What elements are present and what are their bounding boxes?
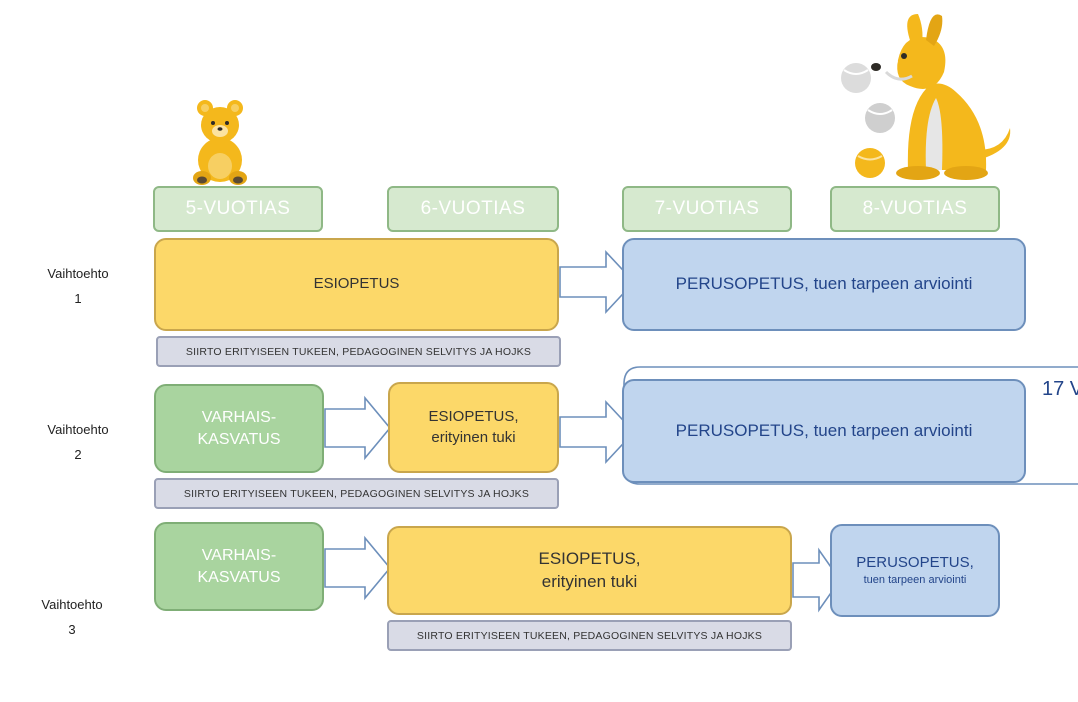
option-label-1: Vaihtoehto 1 — [36, 262, 120, 311]
row1-note-label: SIIRTO ERITYISEEN TUKEEN, PEDAGOGINEN SE… — [185, 345, 532, 358]
age-header-7: 7-VUOTIAS — [622, 186, 792, 232]
row3-perusopetus-box: PERUSOPETUS, tuen tarpeen arviointi — [830, 524, 1000, 617]
row2-block-arrow-2-icon — [559, 399, 636, 465]
row2-note-label: SIIRTO ERITYISEEN TUKEEN, PEDAGOGINEN SE… — [183, 487, 530, 500]
option-label-3: Vaihtoehto 3 — [30, 593, 114, 642]
row3-block-arrow-2-icon — [792, 547, 841, 613]
row2-corner-text: 17 V — [1042, 378, 1078, 400]
row1-esiopetus-label: ESIOPETUS — [313, 275, 400, 293]
row2-perusopetus-label: PERUSOPETUS, tuen tarpeen arviointi — [675, 420, 973, 440]
bear-cub-illustration — [193, 100, 247, 185]
row1-esiopetus-box: ESIOPETUS — [154, 238, 559, 331]
row2-esiopetus-line1: ESIOPETUS, — [428, 408, 519, 426]
option-1-number: 1 — [74, 290, 82, 306]
row2-varhaiskasvatus-box: VARHAIS- KASVATUS — [154, 384, 324, 473]
row2-transfer-note: SIIRTO ERITYISEEN TUKEEN, PEDAGOGINEN SE… — [154, 478, 559, 509]
option-2-number: 2 — [74, 446, 82, 462]
row3-perusopetus-line2: tuen tarpeen arviointi — [863, 574, 967, 587]
row2-esiopetus-line2: erityinen tuki — [431, 428, 516, 446]
dog-with-balls-illustration — [841, 14, 1011, 180]
age-header-5: 5-VUOTIAS — [153, 186, 323, 232]
row1-perusopetus-box: PERUSOPETUS, tuen tarpeen arviointi — [622, 238, 1026, 331]
row3-varhaiskasvatus-box: VARHAIS- KASVATUS — [154, 522, 324, 611]
row2-esiopetus-box: ESIOPETUS, erityinen tuki — [388, 382, 559, 473]
row2-varhais-line1: VARHAIS- — [201, 408, 277, 426]
row2-perusopetus-box: PERUSOPETUS, tuen tarpeen arviointi — [622, 379, 1026, 483]
option-3-text: Vaihtoehto — [41, 597, 103, 612]
age-header-8: 8-VUOTIAS — [830, 186, 1000, 232]
row1-perusopetus-label: PERUSOPETUS, tuen tarpeen arviointi — [675, 274, 973, 294]
age-header-6: 6-VUOTIAS — [387, 186, 559, 232]
row1-transfer-note: SIIRTO ERITYISEEN TUKEEN, PEDAGOGINEN SE… — [156, 336, 561, 367]
row3-transfer-note: SIIRTO ERITYISEEN TUKEEN, PEDAGOGINEN SE… — [387, 620, 792, 651]
row1-block-arrow-icon — [559, 249, 636, 315]
row3-note-label: SIIRTO ERITYISEEN TUKEEN, PEDAGOGINEN SE… — [416, 629, 763, 642]
option-3-number: 3 — [68, 621, 76, 637]
option-2-text: Vaihtoehto — [47, 422, 109, 437]
row3-varhais-line1: VARHAIS- — [201, 546, 277, 564]
row2-varhais-line2: KASVATUS — [197, 430, 281, 448]
row3-esiopetus-line1: ESIOPETUS, — [538, 548, 641, 568]
row3-esiopetus-box: ESIOPETUS, erityinen tuki — [387, 526, 792, 615]
row3-perusopetus-line1: PERUSOPETUS, — [856, 553, 974, 571]
row3-block-arrow-1-icon — [324, 535, 392, 601]
row3-esiopetus-line2: erityinen tuki — [541, 571, 638, 591]
option-label-2: Vaihtoehto 2 — [36, 418, 120, 467]
row3-varhais-line2: KASVATUS — [197, 568, 281, 586]
option-1-text: Vaihtoehto — [47, 266, 109, 281]
row2-block-arrow-1-icon — [324, 395, 392, 461]
